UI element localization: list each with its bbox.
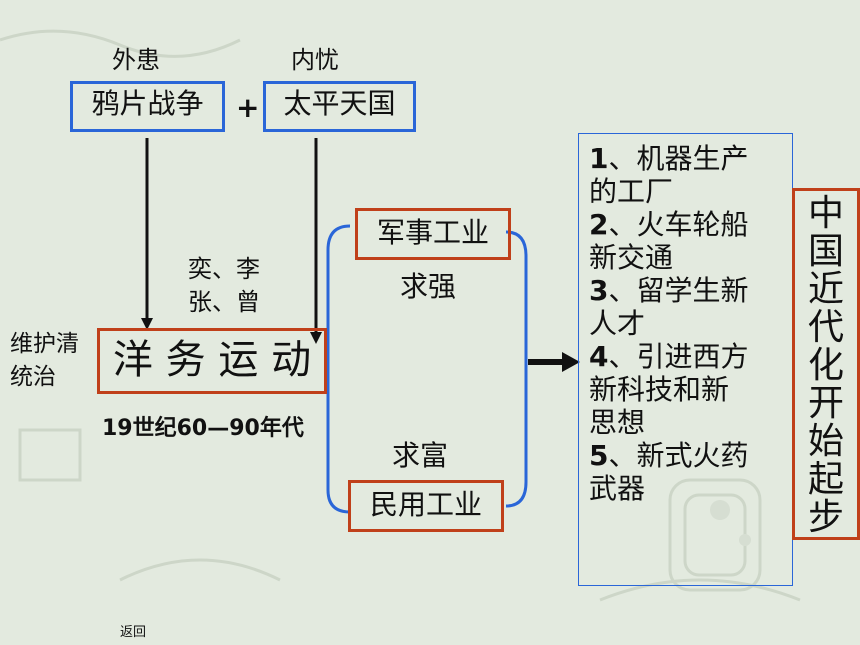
leaders-line2: 张、曾 xyxy=(188,288,260,316)
box-taiping: 太平天国 xyxy=(263,81,416,132)
label-internal-trouble: 内忧 xyxy=(291,46,339,74)
outcome-item: 1、机器生产的工厂 xyxy=(589,142,792,208)
goal-rich: 求富 xyxy=(392,439,449,472)
vertical-char: 始 xyxy=(807,421,844,462)
outcome-line: 5、新式火药 xyxy=(589,439,792,472)
outcome-number: 4 xyxy=(589,340,609,373)
vertical-char: 近 xyxy=(807,269,844,310)
back-link[interactable]: 返回 xyxy=(120,625,147,640)
bracket-left xyxy=(326,224,351,514)
box-opium-war: 鸦片战争 xyxy=(70,81,225,132)
vertical-char: 起 xyxy=(807,459,844,500)
arrow-head-taiping xyxy=(310,332,322,344)
outcome-line: 1、机器生产 xyxy=(589,142,792,175)
outcome-line: 武器 xyxy=(589,472,792,505)
purpose-line2: 统治 xyxy=(10,364,56,390)
outcome-text: 新科技和新 xyxy=(589,373,730,406)
outcome-text: 、引进西方 xyxy=(608,340,749,373)
vertical-char: 代 xyxy=(807,307,844,348)
vertical-char: 步 xyxy=(807,497,844,538)
bracket-right xyxy=(505,230,528,508)
arrow-head-outcomes xyxy=(562,352,580,372)
outcome-text: 的工厂 xyxy=(589,175,674,208)
outcome-number: 3 xyxy=(589,274,609,307)
outcome-text: 、新式火药 xyxy=(608,439,749,472)
box-civil-industry: 民用工业 xyxy=(348,480,504,532)
vertical-char: 化 xyxy=(807,345,844,386)
label-external-trouble: 外患 xyxy=(112,46,160,74)
outcome-item: 5、新式火药武器 xyxy=(589,439,792,505)
outcome-text: 武器 xyxy=(589,472,646,505)
outcome-line: 新交通 xyxy=(589,241,792,274)
plus-sign: + xyxy=(236,91,260,124)
outcome-text: 人才 xyxy=(589,307,646,340)
outcome-text: 、机器生产 xyxy=(608,142,749,175)
box-modernization-begins: 中国近代化开始起步 xyxy=(792,188,860,540)
box-military-industry: 军事工业 xyxy=(355,208,511,260)
outcome-number: 2 xyxy=(589,208,609,241)
box-westernization-movement: 洋 务 运 动 xyxy=(97,328,327,394)
goal-strong: 求强 xyxy=(400,270,457,303)
vertical-char: 开 xyxy=(807,383,844,424)
vertical-text: 中国近代化开始起步 xyxy=(795,195,857,537)
purpose-line1: 维护清 xyxy=(10,331,79,357)
arrow-head-opium xyxy=(141,318,153,330)
outcome-line: 新科技和新 xyxy=(589,373,792,406)
outcome-text: 、火车轮船 xyxy=(608,208,749,241)
outcome-line: 4、引进西方 xyxy=(589,340,792,373)
outcome-text: 、留学生新 xyxy=(608,274,749,307)
leaders-line1: 奕、李 xyxy=(188,255,260,283)
outcome-text: 思想 xyxy=(589,406,646,439)
outcome-number: 1 xyxy=(589,142,609,175)
outcome-text: 新交通 xyxy=(589,241,674,274)
outcome-line: 2、火车轮船 xyxy=(589,208,792,241)
outcome-line: 人才 xyxy=(589,307,792,340)
period-label: 19世纪60—90年代 xyxy=(102,416,304,441)
outcome-line: 3、留学生新 xyxy=(589,274,792,307)
vertical-char: 国 xyxy=(807,231,844,272)
outcome-number: 5 xyxy=(589,439,609,472)
outcome-line: 的工厂 xyxy=(589,175,792,208)
outcome-line: 思想 xyxy=(589,406,792,439)
outcome-item: 3、留学生新人才 xyxy=(589,274,792,340)
outcome-item: 2、火车轮船新交通 xyxy=(589,208,792,274)
outcome-item: 4、引进西方新科技和新思想 xyxy=(589,340,792,439)
vertical-char: 中 xyxy=(807,193,844,234)
